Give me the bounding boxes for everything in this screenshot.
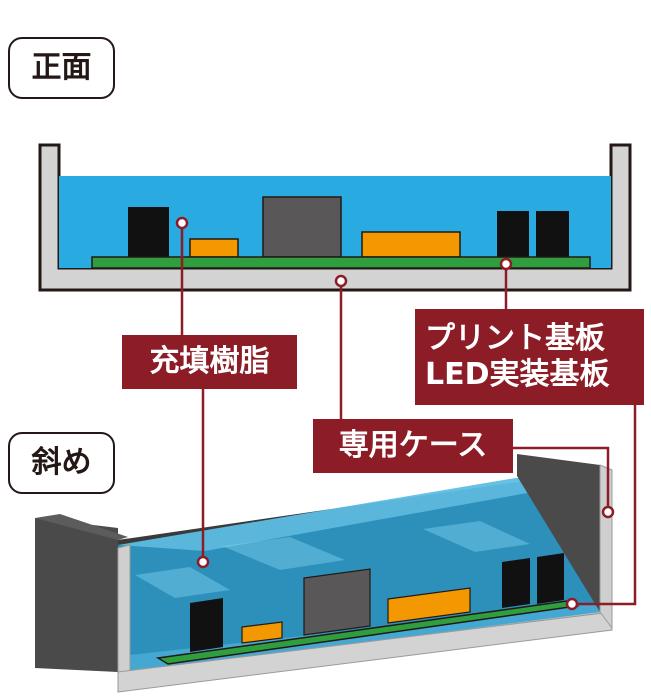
dot-case-front (334, 274, 348, 288)
front-chip-black-2 (497, 211, 529, 257)
front-view-label-text: 正面 (31, 50, 92, 85)
front-chip-black-1 (128, 207, 169, 257)
oblique-chip-black-3 (537, 553, 564, 604)
leader-dots (175, 216, 615, 611)
callout-case: 専用ケース (313, 419, 513, 473)
oblique-view-label-text: 斜め (31, 445, 92, 480)
dot-case-oblique (601, 505, 615, 519)
dot-resin-oblique (196, 555, 210, 569)
oblique-chip-gray (303, 568, 371, 636)
oblique-chip-orange-1 (241, 621, 283, 644)
oblique-view-label: 斜め (8, 432, 115, 494)
callout-pcb-line2: LED実装基板 (425, 357, 610, 392)
oblique-chip-orange-2 (387, 587, 471, 624)
leader-case-oblique (510, 446, 610, 512)
oblique-ghost-1 (135, 567, 230, 598)
oblique-right-wall (517, 454, 600, 612)
front-chip-orange-1 (189, 238, 239, 258)
front-view-label: 正面 (8, 37, 115, 99)
oblique-resin-top (118, 478, 600, 551)
oblique-front-base (117, 611, 613, 693)
front-view (38, 143, 632, 292)
oblique-chip-black-2 (502, 558, 530, 608)
front-chip-orange-2 (361, 231, 461, 258)
front-chip-black-3 (536, 211, 569, 257)
callout-case-text: 専用ケース (338, 428, 488, 463)
oblique-ghost-2 (222, 537, 345, 570)
oblique-chip-black-1 (190, 598, 223, 652)
oblique-ghost-3 (423, 521, 530, 552)
leader-pcb-oblique (572, 404, 637, 606)
front-pcb (91, 256, 591, 269)
oblique-front-rim (117, 544, 131, 685)
oblique-left-wall-top (35, 514, 128, 540)
oblique-left-wall (35, 518, 118, 672)
dot-pcb-oblique (565, 597, 579, 611)
callout-pcb-line1: プリント基板 (425, 321, 605, 356)
dot-pcb-front (499, 257, 513, 271)
oblique-view (35, 454, 613, 693)
callout-pcb: プリント基板 LED実装基板 (415, 309, 644, 405)
callout-resin-text: 充填樹脂 (149, 344, 270, 379)
callout-resin: 充填樹脂 (122, 335, 297, 389)
front-chip-gray (262, 196, 342, 258)
dot-resin-front (175, 216, 189, 230)
